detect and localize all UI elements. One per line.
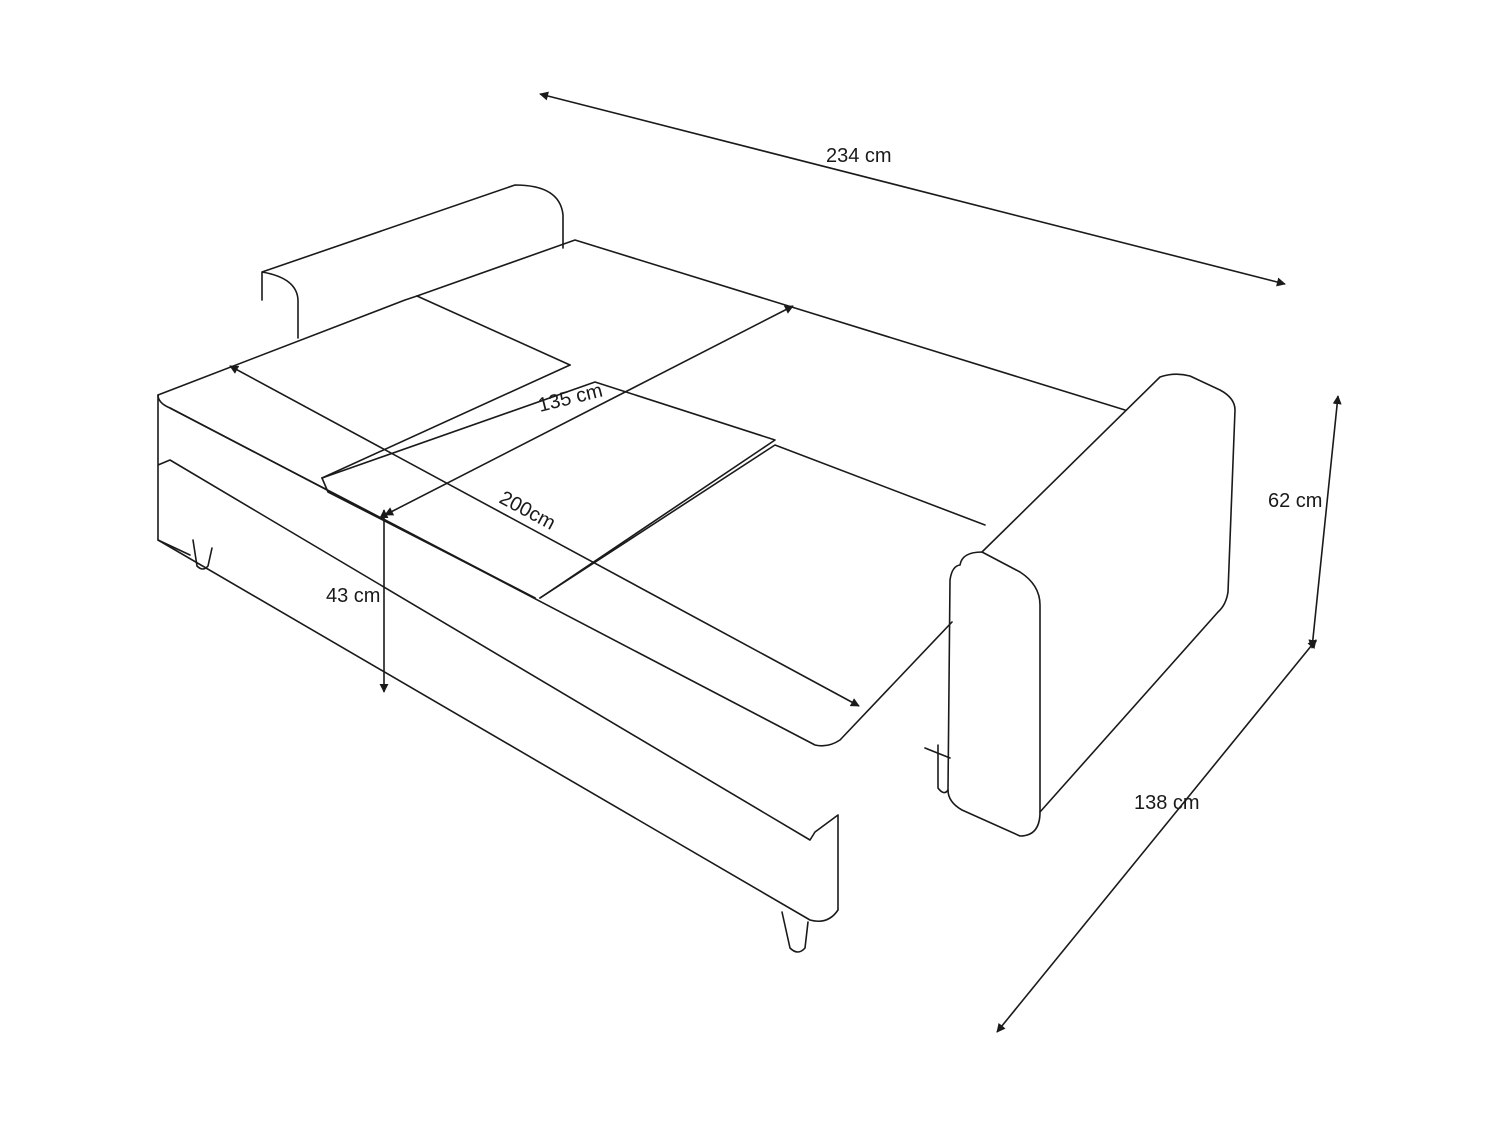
back-left-armrest [261,184,564,339]
label-depth: 138 cm [1134,792,1200,814]
dim-line-height [1308,395,1342,649]
bed-right-side [924,747,951,759]
rear-right-leg [937,744,949,794]
cushion-seam-front [539,444,986,599]
front-right-armrest-top [981,373,1236,813]
dimension-labels: 234 cm 62 cm 138 cm 43 cm 135 cm 200cm [326,145,1322,814]
sofa-drawing [157,184,1236,953]
label-total-width: 234 cm [826,145,892,167]
bed-base-lower [157,539,191,556]
label-seat-height: 43 cm [326,585,380,607]
cushion-seam-back-left [416,295,571,366]
backrest-top-edge [416,239,1126,411]
cushion-seam-left-mid [321,364,571,479]
label-bed-width: 135 cm [536,380,605,417]
dim-line-total-width [539,91,1286,287]
front-center-leg [781,911,809,953]
bed-front-face [157,394,839,923]
dim-line-bed-length [229,365,860,707]
label-height: 62 cm [1268,490,1322,512]
front-right-armrest [947,551,1041,837]
bed-front-left-panel [157,295,536,599]
front-left-leg [192,539,213,570]
bed-top-edge [169,407,953,747]
dim-line-depth [996,639,1317,1033]
dimension-lines [229,91,1342,1033]
